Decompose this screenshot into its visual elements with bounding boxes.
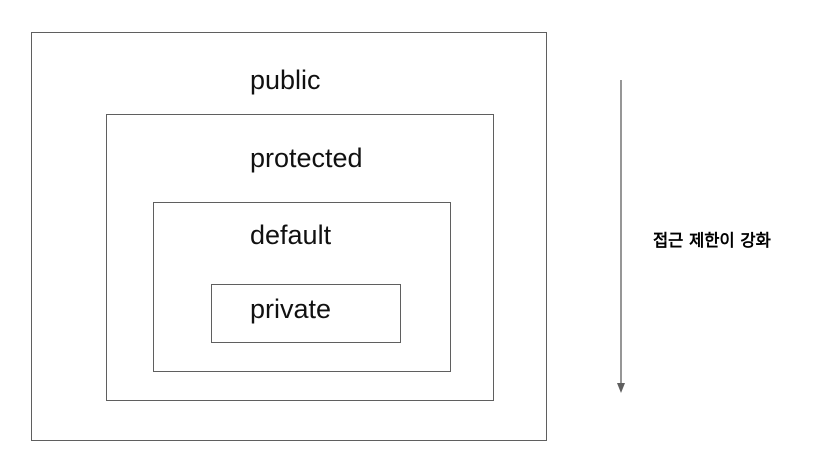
protected-scope-box xyxy=(106,114,494,401)
arrow-head xyxy=(617,383,625,393)
down-arrow-icon xyxy=(617,80,625,393)
default-label: default xyxy=(250,220,332,250)
protected-label: protected xyxy=(250,143,363,173)
default-scope-box xyxy=(153,202,451,372)
public-scope-box xyxy=(31,32,547,441)
access-restriction-label: 접근 제한이 강화 xyxy=(653,231,771,250)
public-label: public xyxy=(250,65,321,95)
private-label: private xyxy=(250,294,332,324)
private-scope-box xyxy=(211,284,401,343)
